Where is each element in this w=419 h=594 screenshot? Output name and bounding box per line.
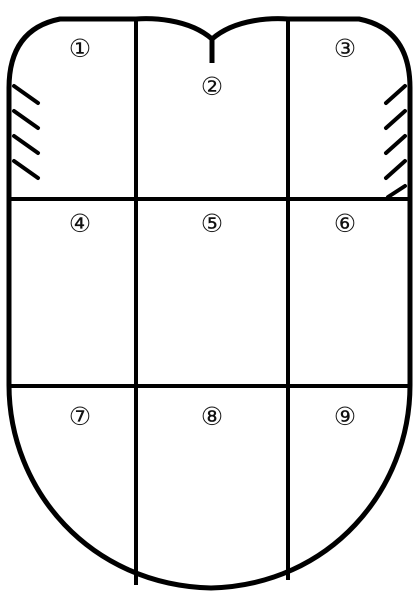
zone-label-9: ⑨ — [334, 402, 356, 431]
zone-label-3: ③ — [334, 34, 356, 63]
zone-label-7: ⑦ — [69, 402, 91, 431]
zone-label-6: ⑥ — [334, 209, 356, 238]
zone-label-2: ② — [201, 72, 223, 101]
zone-label-5: ⑤ — [201, 209, 223, 238]
zone-label-4: ④ — [69, 209, 91, 238]
zone-label-8: ⑧ — [201, 402, 223, 431]
zone-label-1: ① — [69, 34, 91, 63]
tongue-outline — [9, 19, 410, 588]
right-edge-hatching — [386, 86, 405, 197]
left-edge-hatching — [14, 86, 38, 178]
